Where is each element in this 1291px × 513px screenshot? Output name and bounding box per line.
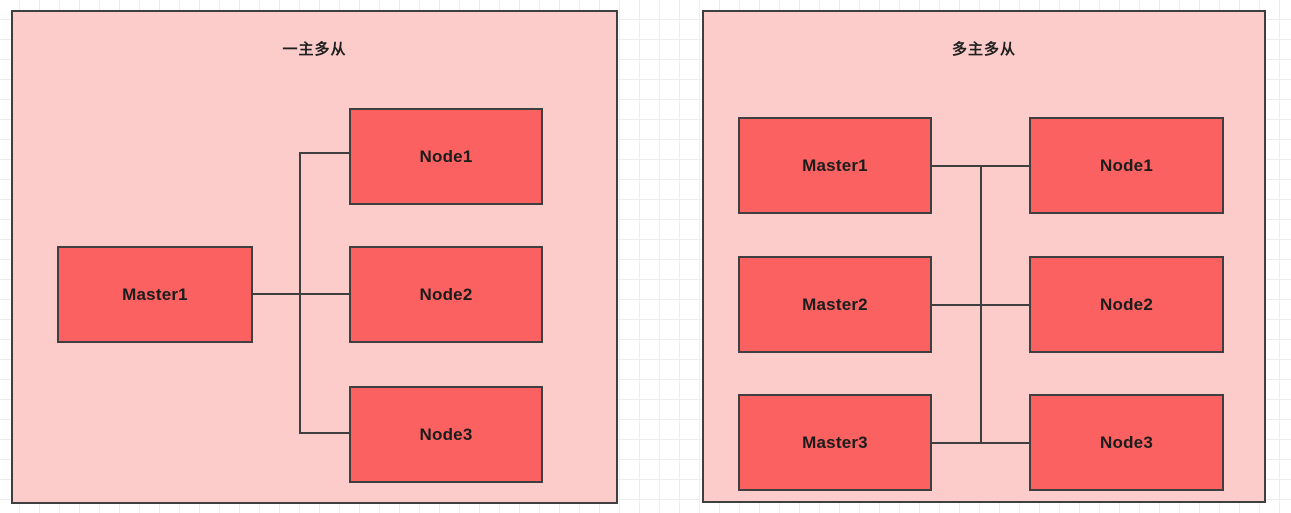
box-master1[interactable]: Master1 [57,246,253,343]
connector-spine-to-node2 [299,293,350,295]
connector-master1-to-spine [207,293,300,295]
connector-master2-to-node2 [931,304,1031,306]
box-node1[interactable]: Node1 [1029,117,1224,214]
box-node2[interactable]: Node2 [1029,256,1224,353]
connector-master1-to-node1 [931,165,1031,167]
box-node3[interactable]: Node3 [1029,394,1224,491]
box-master1[interactable]: Master1 [738,117,932,214]
connector-spine-to-node1 [299,152,350,154]
box-node3[interactable]: Node3 [349,386,543,483]
panel-multi-master-title: 多主多从 [951,41,1016,58]
connector-spine-to-node3 [299,432,350,434]
box-master3[interactable]: Master3 [738,394,932,491]
box-master2[interactable]: Master2 [738,256,932,353]
panel-multi-master[interactable]: 多主多从 Master1 Master2 Master3 Node1 Node2… [702,10,1266,503]
panel-single-master-title: 一主多从 [282,41,347,58]
box-node1[interactable]: Node1 [349,108,543,205]
box-node2[interactable]: Node2 [349,246,543,343]
connector-master3-to-node3 [931,442,1031,444]
panel-single-master[interactable]: 一主多从 Master1 Node1 Node2 Node3 [11,10,618,504]
